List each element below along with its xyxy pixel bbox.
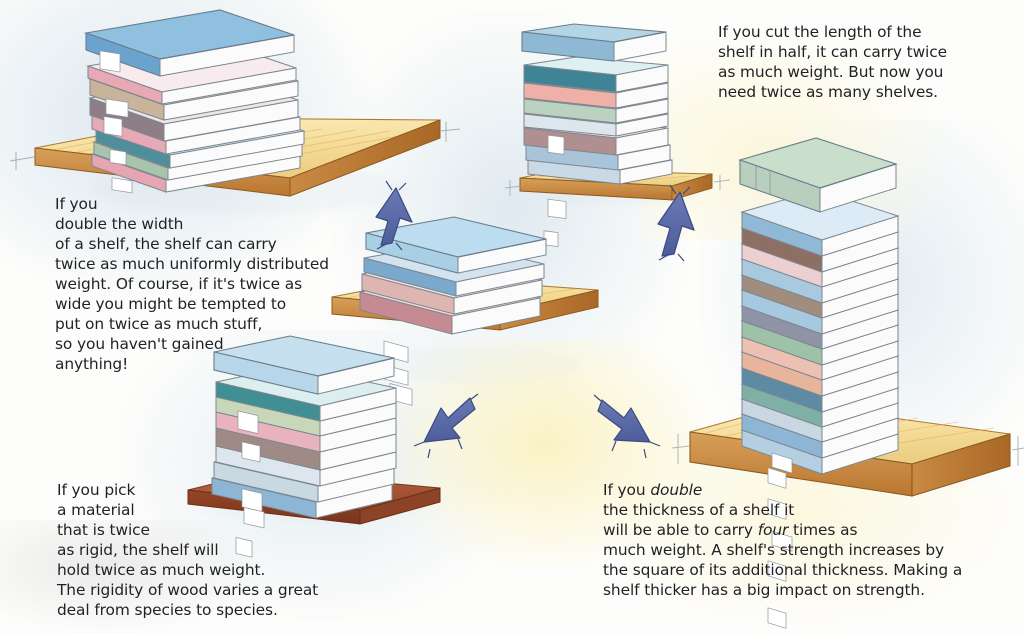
caption-pick-a-rigid-material: If you pick a material that is twice as … <box>57 481 319 620</box>
scene-short-shelf <box>504 23 731 247</box>
arrow-to-wide-shelf <box>375 180 413 251</box>
arrow-to-rigid-shelf <box>413 393 479 459</box>
scene-rigid-shelf <box>187 335 441 558</box>
caption-thickness-body-a: the thickness of a shelf it will be able… <box>603 501 795 540</box>
arrow-to-short-shelf <box>657 184 695 262</box>
scene-wide-shelf <box>9 9 461 214</box>
book-stack-rigid <box>211 335 397 558</box>
book-stack-baseline <box>359 216 547 421</box>
caption-thickness-body-b: times as much weight. A shelf's strength… <box>603 521 963 600</box>
scene-baseline-shelf <box>331 216 599 421</box>
caption-double-the-width: If you double the width of a shelf, the … <box>55 195 329 374</box>
caption-cut-the-length: If you cut the length of the shelf in ha… <box>718 23 947 102</box>
caption-thickness-emphasis-double: double <box>650 481 703 499</box>
caption-thickness-emphasis-four: four <box>757 521 789 540</box>
book-stack-short <box>521 23 673 247</box>
arrow-to-thick-shelf <box>593 394 661 459</box>
book-stack-thick <box>738 137 900 629</box>
scene-thick-shelf <box>671 137 1024 629</box>
caption-double-the-thickness: If you double the thickness of a shelf i… <box>603 480 963 600</box>
caption-thickness-prefix: If you <box>603 481 651 499</box>
book-stack-wide <box>83 9 305 194</box>
